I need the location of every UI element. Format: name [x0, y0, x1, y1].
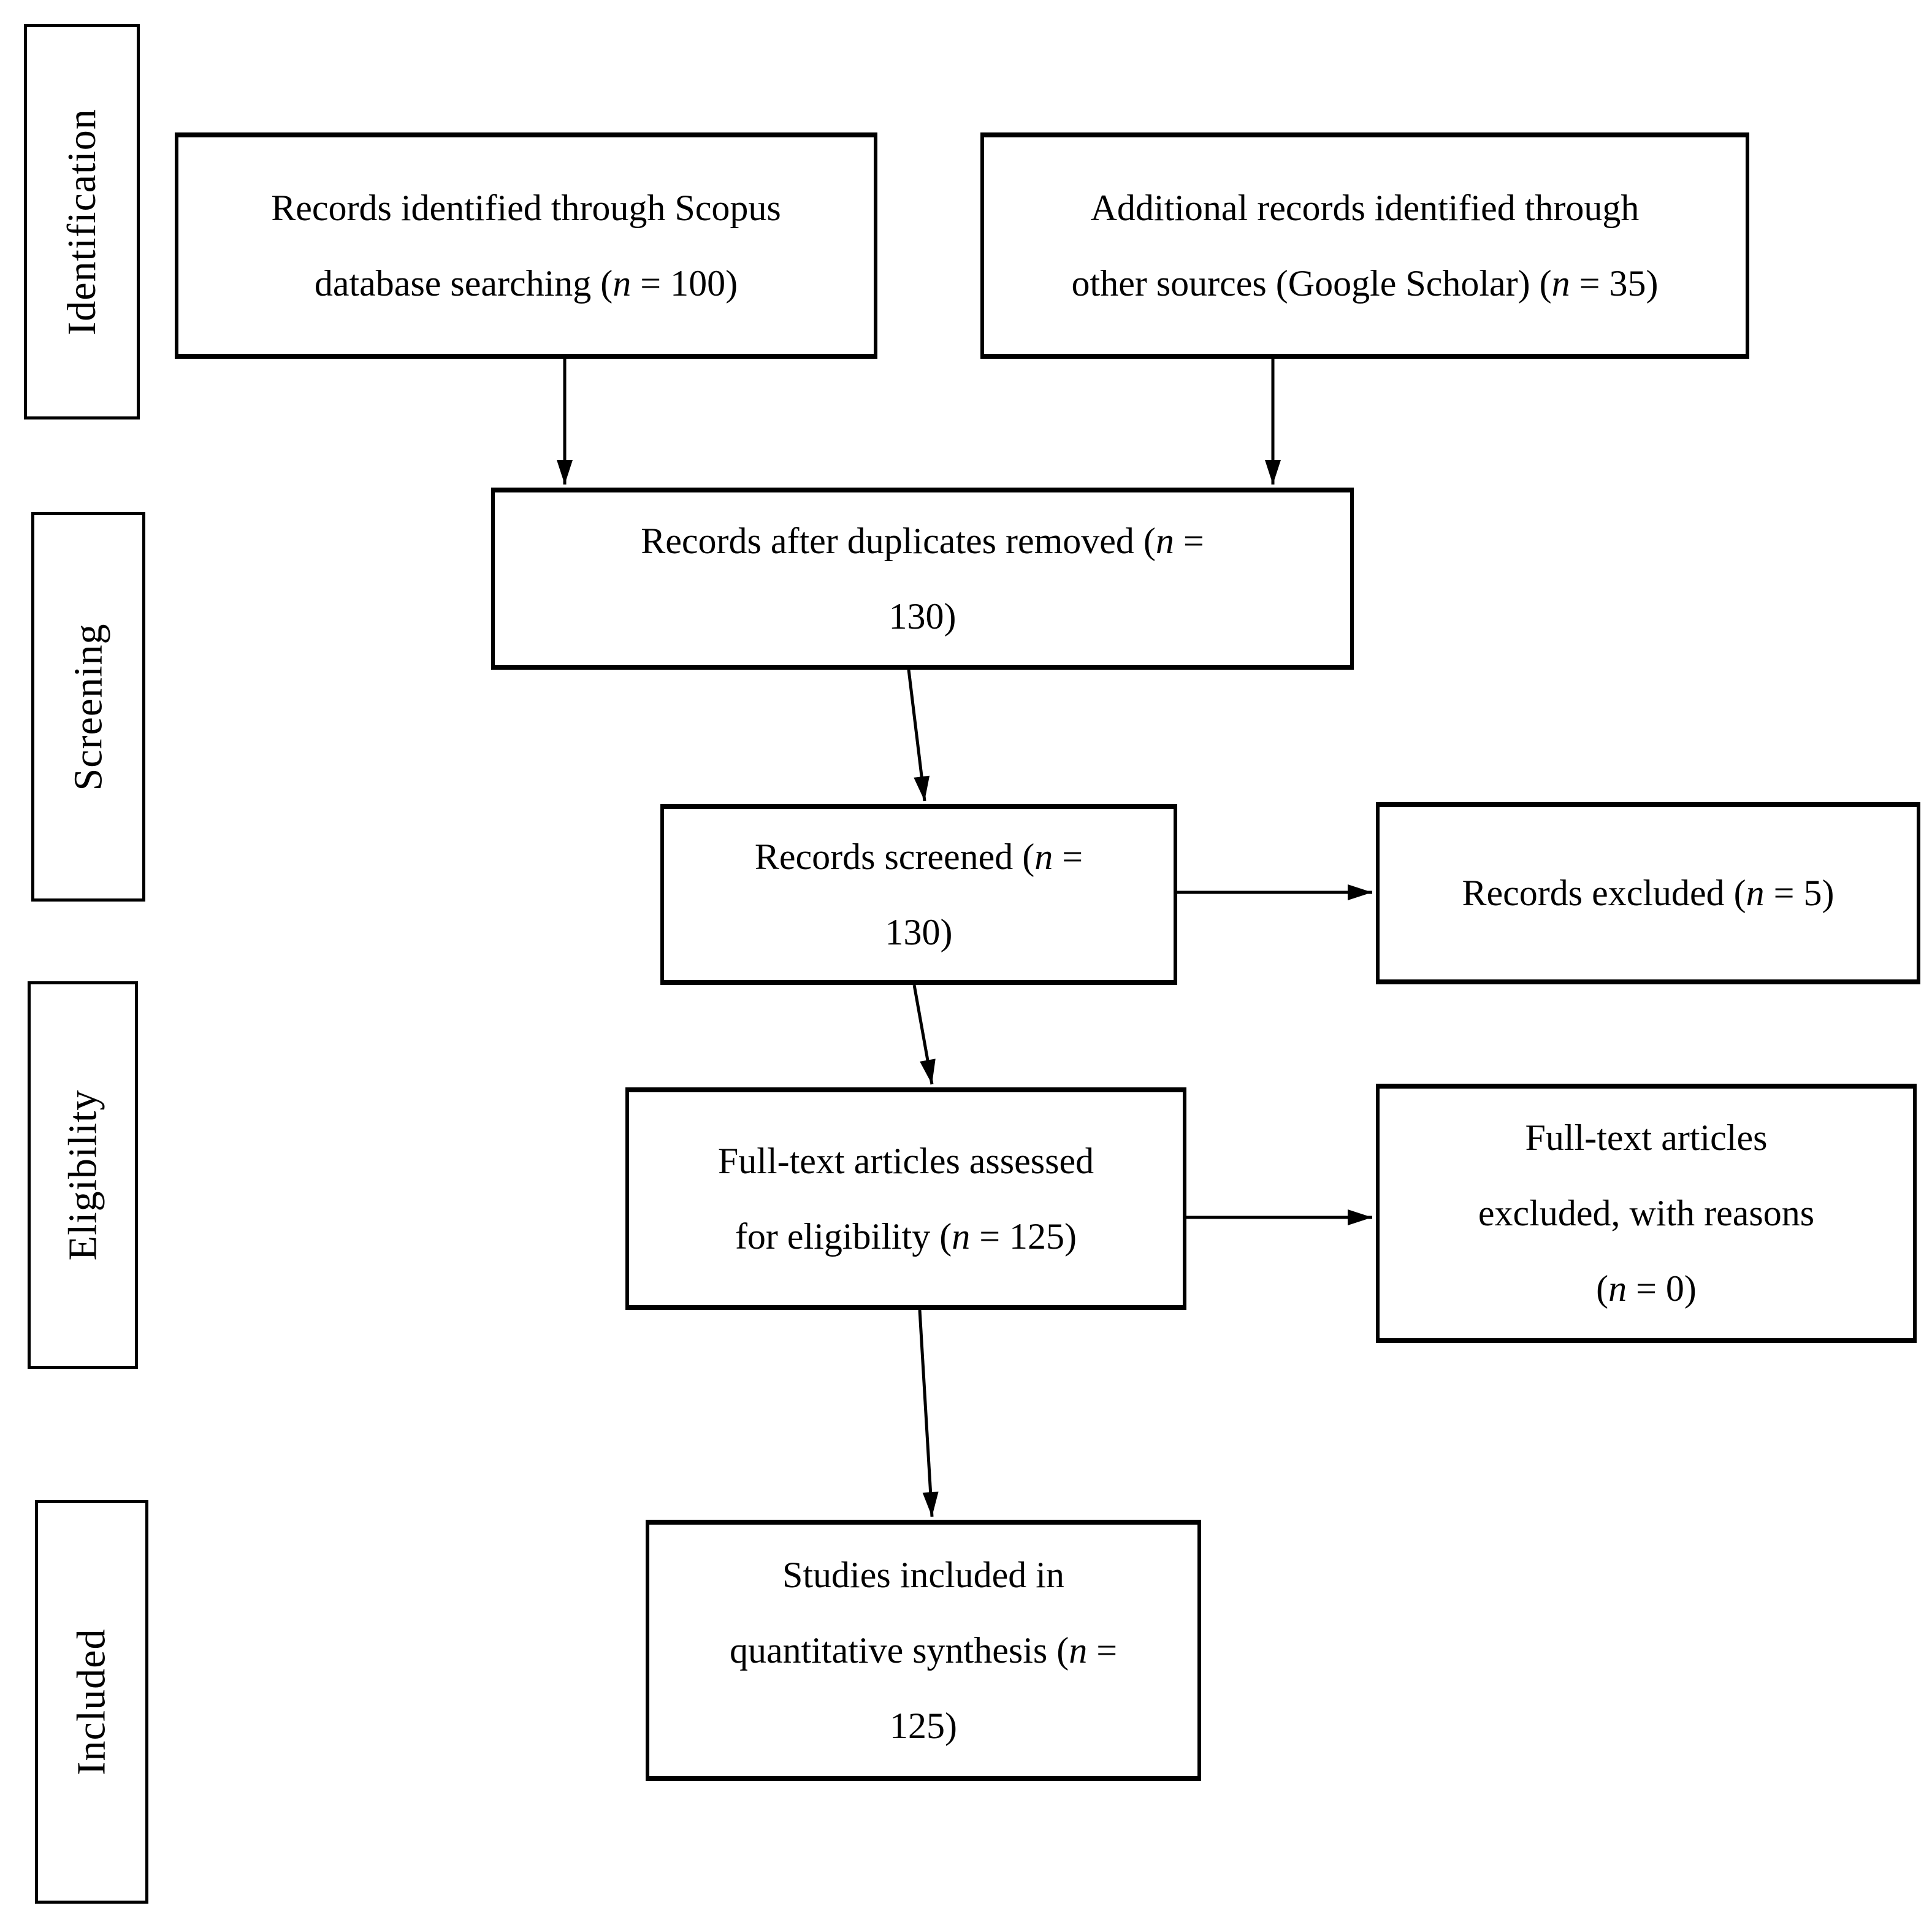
- box-full-text-articles-assessed: Full-text articles assessed for eligibili…: [625, 1087, 1186, 1310]
- box-records-excluded: Records excluded (n = 5): [1376, 802, 1920, 984]
- box-text-line: quantitative synthesis (n =: [729, 1630, 1118, 1671]
- box-text-line: Records after duplicates removed (n =: [641, 520, 1204, 561]
- box-text-line: 130): [885, 911, 953, 952]
- box-studies-included-quantitative-synthesis: Studies included in quantitative synthesi…: [646, 1520, 1201, 1781]
- arrow-screened-to-assessed: [912, 984, 936, 1085]
- box-additional-records-other-sources: Additional records identified through oth…: [980, 132, 1749, 359]
- box-text-line: Additional records identified through: [1090, 187, 1640, 228]
- stage-label-screening: Screening: [31, 512, 145, 902]
- box-text-line: Records screened (n =: [754, 836, 1083, 877]
- arrow-duplicates-to-screened: [907, 669, 930, 802]
- box-text-line: Full-text articles assessed: [717, 1140, 1094, 1181]
- box-text-line: (n = 0): [1596, 1268, 1697, 1309]
- stage-label-text: Screening: [66, 623, 110, 791]
- stage-label-identification: Identification: [24, 24, 140, 419]
- stage-label-eligibility: Eligibility: [28, 981, 138, 1369]
- box-records-identified-scopus: Records identified through Scopus databas…: [175, 132, 877, 359]
- stage-label-included: Included: [35, 1500, 148, 1904]
- box-text-line: database searching (n = 100): [314, 262, 738, 304]
- arrow-assessed-to-included: [918, 1309, 939, 1517]
- box-text-line: for eligibility (n = 125): [735, 1216, 1077, 1257]
- box-records-screened: Records screened (n = 130): [660, 804, 1177, 985]
- box-text-line: 125): [890, 1705, 957, 1746]
- box-text-line: Records excluded (n = 5): [1462, 873, 1835, 913]
- box-text-line: other sources (Google Scholar) (n = 35): [1071, 262, 1659, 304]
- box-text-line: excluded, with reasons: [1478, 1193, 1815, 1233]
- box-full-text-articles-excluded: Full-text articles excluded, with reasons…: [1376, 1084, 1917, 1343]
- box-text-line: Records identified through Scopus: [271, 187, 781, 228]
- box-records-after-duplicates-removed: Records after duplicates removed (n = 130…: [491, 488, 1354, 670]
- stage-label-text: Identification: [59, 108, 104, 335]
- stage-label-text: Included: [69, 1628, 114, 1775]
- box-text-line: Full-text articles: [1525, 1117, 1768, 1158]
- stage-label-text: Eligibility: [60, 1089, 105, 1261]
- box-text-line: Studies included in: [782, 1554, 1064, 1595]
- box-text-line: 130): [888, 596, 956, 637]
